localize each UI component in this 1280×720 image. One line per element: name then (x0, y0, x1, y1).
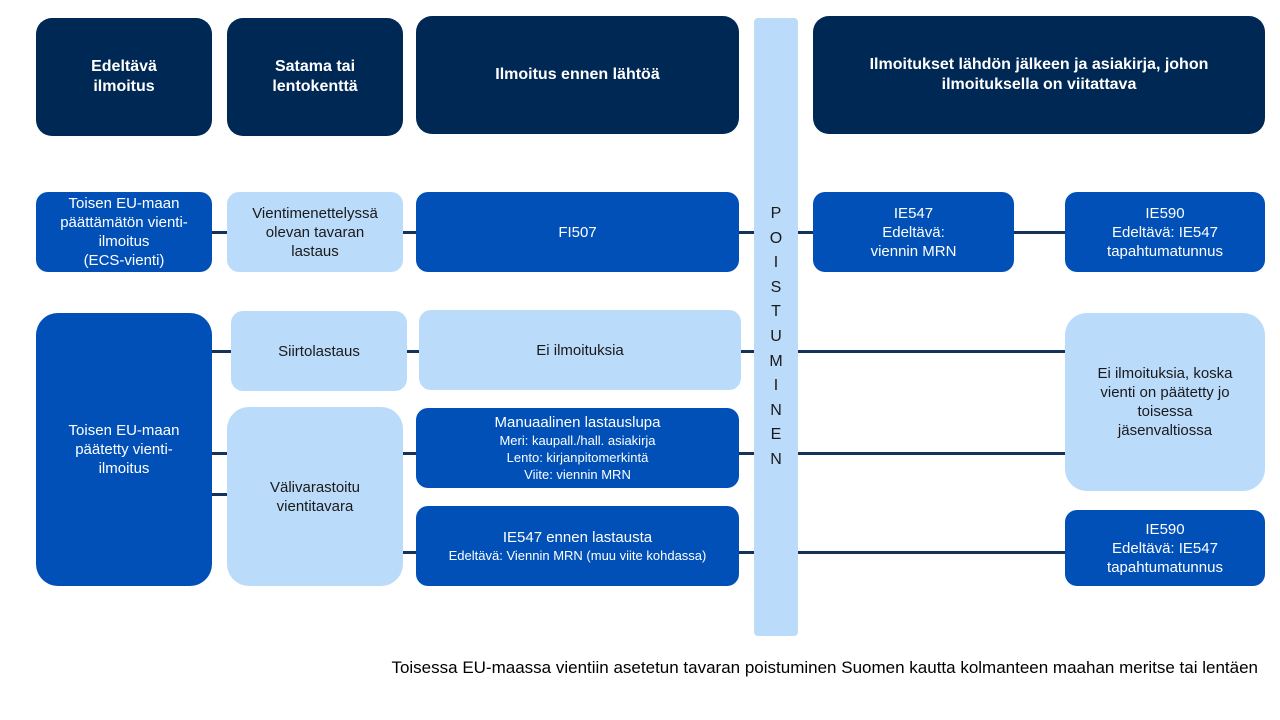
lower-previous-line3: ilmoitus (98, 460, 150, 477)
row1-ie547-line3: viennin MRN (870, 242, 957, 260)
exit-letter: I (773, 377, 779, 395)
reason-line2: vienti on päätetty jo (1100, 384, 1230, 401)
no-notices-box: Ei ilmoituksia (419, 310, 741, 390)
row1-previous-line3: ilmoitus (98, 233, 150, 250)
header-after-line1: Ilmoitukset lähdön jälkeen ja asiakirja,… (869, 56, 1209, 73)
lower-ie590-box: IE590 Edeltävä: IE547 tapahtumatunnus (1065, 510, 1265, 586)
row1-previous-notice: Toisen EU-maan päättämätön vienti- ilmoi… (36, 192, 212, 272)
no-notices-text: Ei ilmoituksia (536, 341, 624, 359)
header-before-departure: Ilmoitus ennen lähtöä (416, 16, 739, 134)
lower-previous-notice: Toisen EU-maan päätetty vienti- ilmoitus (36, 313, 212, 586)
exit-letter: N (770, 451, 782, 468)
row1-port-loading: Vientimenettelyssä olevan tavaran lastau… (227, 192, 403, 272)
lower-previous-line2: päätetty vienti- (75, 441, 173, 458)
lower-previous-line1: Toisen EU-maan (68, 422, 180, 439)
row1-port-line3: lastaus (291, 242, 339, 260)
reason-line1: Ei ilmoituksia, koska (1097, 365, 1233, 382)
row1-ie590-line1: IE590 (1145, 204, 1185, 222)
row1-ie590-line3: tapahtumatunnus (1107, 242, 1223, 260)
manual-permit-line2: Lento: kirjanpitomerkintä (506, 450, 649, 465)
manual-permit-line3: Viite: viennin MRN (524, 467, 631, 482)
header-previous-notice: Edeltävä ilmoitus (36, 18, 212, 136)
connector-stored-prev (210, 493, 232, 496)
header-after-line2: ilmoituksella on viitattava (941, 76, 1137, 93)
header-previous-line2: ilmoitus (93, 78, 155, 95)
row1-port-line2: olevan tavaran (265, 223, 365, 241)
stored-goods-line2: vientitavara (276, 497, 354, 515)
no-notices-reason-box: Ei ilmoituksia, koska vienti on päätetty… (1065, 313, 1265, 491)
manual-loading-permit-box: Manuaalinen lastauslupa Meri: kaupall./h… (416, 408, 739, 488)
row1-ie547-line1: IE547 (893, 204, 934, 222)
row1-port-line1: Vientimenettelyssä (252, 204, 378, 222)
ie547-before-line: Edeltävä: Viennin MRN (muu viite kohdass… (448, 548, 707, 563)
header-before-departure-text: Ilmoitus ennen lähtöä (495, 66, 660, 83)
reason-line3: toisessa (1137, 403, 1193, 420)
header-previous-line1: Edeltävä (91, 58, 157, 75)
exit-letter: P (770, 205, 782, 222)
exit-letter: I (773, 254, 779, 272)
exit-letter: N (770, 401, 782, 419)
transshipment-text: Siirtolastaus (278, 342, 360, 360)
lower-ie590-line3: tapahtumatunnus (1107, 558, 1223, 576)
ie547-before-loading-box: IE547 ennen lastausta Edeltävä: Viennin … (416, 506, 739, 586)
ie547-before-title: IE547 ennen lastausta (502, 529, 653, 546)
row1-previous-line1: Toisen EU-maan (68, 195, 180, 212)
exit-letter: U (770, 328, 782, 345)
exit-letter: S (770, 278, 782, 296)
exit-bar (754, 18, 798, 636)
row1-ie547-line2: Edeltävä: (882, 223, 945, 241)
stored-goods-line1: Välivarastoitu (269, 478, 361, 496)
exit-letter: O (769, 229, 783, 247)
row1-ie590: IE590 Edeltävä: IE547 tapahtumatunnus (1065, 192, 1265, 272)
diagram-caption: Toisessa EU-maassa vientiin asetetun tav… (391, 658, 1258, 677)
row1-fi507-text: FI507 (558, 223, 597, 241)
row1-ie547: IE547 Edeltävä: viennin MRN (813, 192, 1014, 272)
exit-letter: E (770, 426, 782, 444)
stored-goods-box: Välivarastoitu vientitavara (227, 407, 403, 586)
transshipment-box: Siirtolastaus (231, 311, 407, 391)
reason-line4: jäsenvaltiossa (1117, 422, 1213, 439)
lower-ie590-line1: IE590 (1145, 520, 1185, 538)
header-after-departure: Ilmoitukset lähdön jälkeen ja asiakirja,… (813, 16, 1265, 134)
row1-previous-line4: (ECS-vienti) (83, 252, 165, 269)
header-port-line2: lentokenttä (272, 78, 358, 95)
row1-fi507: FI507 (416, 192, 739, 272)
header-port-line1: Satama tai (274, 58, 356, 75)
header-port: Satama tai lentokenttä (227, 18, 403, 136)
manual-permit-line1: Meri: kaupall./hall. asiakirja (499, 433, 656, 448)
manual-permit-title: Manuaalinen lastauslupa (494, 414, 661, 431)
exit-letter: M (769, 352, 783, 370)
row1-previous-line2: päättämätön vienti- (60, 214, 188, 231)
exit-letter: T (771, 303, 781, 321)
lower-ie590-line2: Edeltävä: IE547 (1112, 539, 1218, 557)
row1-ie590-line2: Edeltävä: IE547 (1112, 223, 1218, 241)
